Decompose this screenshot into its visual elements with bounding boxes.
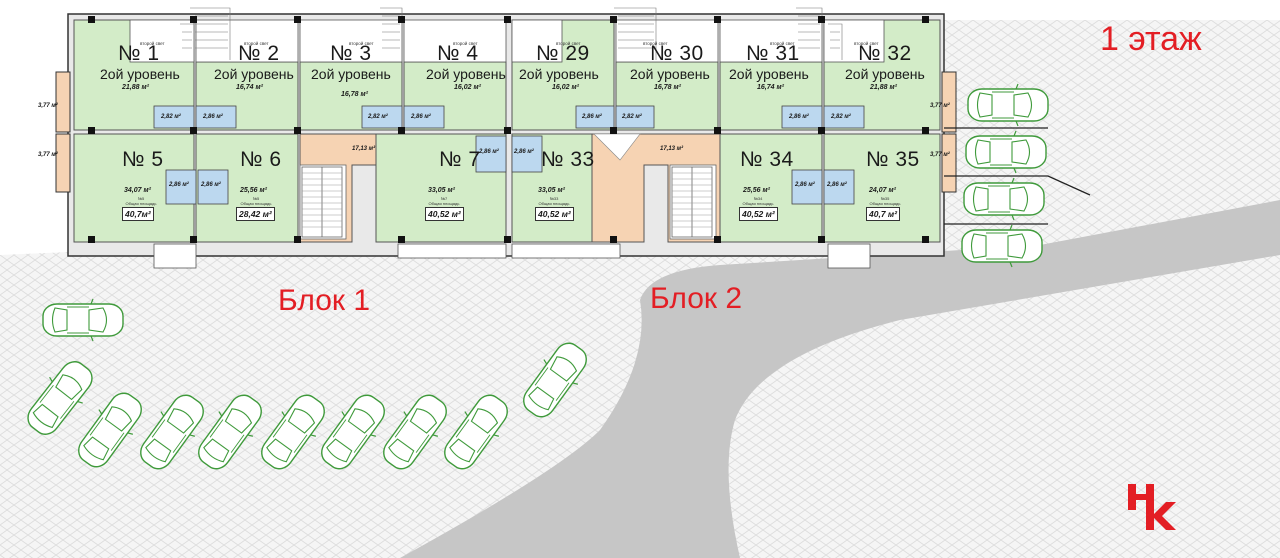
bath-35-area: 2,86 м² [827,182,847,188]
bath-4-area: 2,86 м² [411,114,431,120]
apt-3-note: второй свет [349,41,374,46]
apt-5-number[interactable]: № 5 [122,148,164,171]
apt-35-area: 24,07 м² [869,187,896,194]
stair-icon [180,7,843,60]
balcony-3-area: 3,77 м² [930,103,950,109]
apt-29-level: 2ой уровень [519,66,599,82]
apt-4-number[interactable]: № 4 [437,42,479,65]
hall-2-area: 17,13 м² [660,146,684,152]
apt-1-note: второй свет [140,41,165,46]
apt-4-level: 2ой уровень [426,66,506,82]
bath-2-area: 2,86 м² [203,114,223,120]
bathrooms-bottom [165,135,855,205]
apt-6-number[interactable]: № 6 [240,148,282,171]
apt-1-number[interactable]: № 1 [118,42,160,65]
hall-1-area: 17,13 м² [352,146,376,152]
apt-29-note: второй свет [556,41,581,46]
bath-6-area: 2,86 м² [201,182,221,188]
apt-5-area: 34,07 м² [124,187,151,194]
apt-30-level: 2ой уровень [630,66,710,82]
apt-7-area: 33,05 м² [428,187,455,194]
apt-2-note: второй свет [244,41,269,46]
apt-31-number[interactable]: № 31 [746,42,800,65]
apt-35-number[interactable]: № 35 [866,148,920,171]
bath-34-area: 2,86 м² [795,182,815,188]
apt-35-total: 40,7 м² [866,207,901,221]
apt-32-level: 2ой уровень [845,66,925,82]
bath-29-area: 2,86 м² [582,114,602,120]
bath-5-area: 2,86 м² [169,182,189,188]
bath-30-area: 2,82 м² [622,114,642,120]
apt-30-note: второй свет [643,41,668,46]
bath-7-area: 2,86 м² [479,149,499,155]
apt-31-note: второй свет [770,41,795,46]
apt-34-number[interactable]: № 34 [740,148,794,171]
apt-6-area: 25,56 м² [240,187,267,194]
door-icon [153,243,871,269]
apt-29-area: 16,02 м² [552,84,579,91]
column-icon [88,16,929,243]
apt-1-area: 21,88 м² [122,84,149,91]
apt-30-number[interactable]: № 30 [650,42,704,65]
apt-7-number[interactable]: № 7 [439,148,481,171]
apt-1-level: 2ой уровень [100,66,180,82]
logo-icon [1128,484,1176,530]
block-1-label[interactable]: Блок 1 [278,284,371,317]
apt-31-area: 16,74 м² [757,84,784,91]
balcony-2-area: 3,77 м² [38,152,58,158]
bath-1-area: 2,82 м² [161,114,181,120]
apt-34-area: 25,56 м² [743,187,770,194]
bath-33-area: 2,86 м² [514,149,534,155]
floor-label: 1 этаж [1100,20,1202,58]
apt-5-total: 40,7м² [122,207,154,221]
apt-34-total: 40,52 м² [739,207,778,221]
apt-32-note: второй свет [854,41,879,46]
apt-29-number[interactable]: № 29 [536,42,590,65]
apt-31-level: 2ой уровень [729,66,809,82]
apt-2-area: 16,74 м² [236,84,263,91]
bathrooms-top [153,105,865,129]
apt-3-area: 16,78 м² [341,91,368,98]
apt-32-area: 21,88 м² [870,84,897,91]
apt-32-number[interactable]: № 32 [858,42,912,65]
apt-33-number[interactable]: № 33 [541,148,595,171]
apt-6-total: 28,42 м² [236,207,275,221]
apt-30-area: 16,78 м² [654,84,681,91]
apt-3-level: 2ой уровень [311,66,391,82]
apt-33-total: 40,52 м² [535,207,574,221]
apt-3-number[interactable]: № 3 [330,42,372,65]
bath-31-area: 2,86 м² [789,114,809,120]
block-2-label[interactable]: Блок 2 [650,282,743,315]
balcony-1-area: 3,77 м² [38,103,58,109]
road [400,200,1280,558]
apt-7-total: 40,52 м² [425,207,464,221]
apt-4-note: второй свет [453,41,478,46]
bath-3-area: 2,82 м² [368,114,388,120]
balcony-4-area: 3,77 м² [930,152,950,158]
apt-4-area: 16,02 м² [454,84,481,91]
apt-33-area: 33,05 м² [538,187,565,194]
bath-32-area: 2,82 м² [831,114,851,120]
apt-2-number[interactable]: № 2 [238,42,280,65]
apt-2-level: 2ой уровень [214,66,294,82]
